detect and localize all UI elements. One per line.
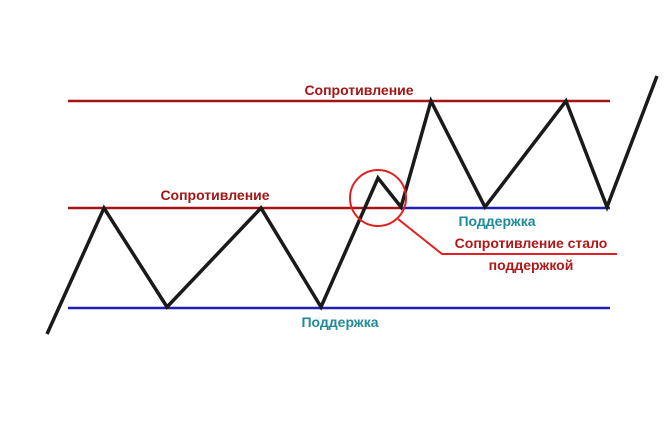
resistance-label-upper: Сопротивление [304,82,413,98]
callout-circle [349,169,407,227]
support-label-lower: Поддержка [301,314,378,330]
callout-label-line2: поддержкой [489,257,574,273]
callout-label-line1: Сопротивление стало [455,235,608,251]
support-label-upper: Поддержка [458,213,535,229]
resistance-label-lower: Сопротивление [160,187,269,203]
callout-pointer [397,218,617,255]
price-line [45,75,659,335]
